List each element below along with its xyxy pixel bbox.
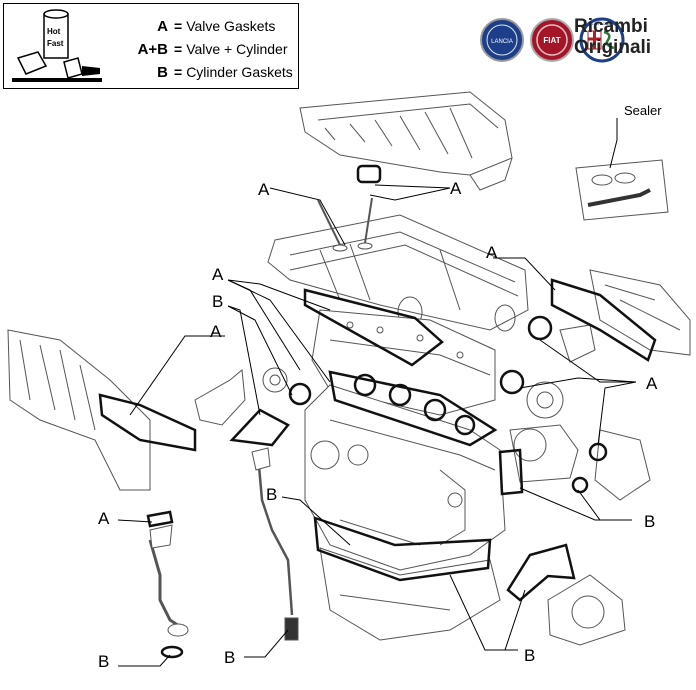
intake-gasket — [356, 164, 382, 184]
water-pump — [509, 324, 651, 501]
lancia-logo: LANCIA — [480, 18, 524, 62]
oil-pickup — [148, 524, 189, 637]
legend-desc: Valve Gaskets — [186, 18, 276, 34]
valves — [317, 197, 373, 252]
legend-key: A — [157, 18, 168, 35]
timing-bracket — [194, 367, 288, 426]
cam-cover — [267, 214, 529, 332]
callout-a-exhaust-right: A — [486, 243, 498, 262]
oil-pan — [319, 547, 501, 641]
brand-line-1: Ricambi — [574, 16, 648, 37]
exhaust-gasket-right — [550, 278, 657, 362]
cylinder-head — [311, 309, 496, 416]
callout-a-exhaust-left: A — [210, 322, 222, 341]
legend-key: B — [157, 64, 168, 81]
cam-cover-gasket — [303, 288, 444, 367]
can-label-2: Fast — [47, 39, 64, 48]
exhaust-manifold-left — [7, 329, 151, 491]
water-pump-gasket — [498, 448, 524, 496]
callout-b-water-pump: B — [644, 512, 655, 531]
can-label-1: Hot — [47, 27, 61, 36]
legend-row-b: B=Cylinder Gaskets — [104, 64, 293, 81]
pulley-seal — [288, 382, 312, 406]
sealer-label: Sealer — [624, 103, 662, 118]
legend-key: A+B — [137, 41, 168, 58]
alfa-romeo-logo: ALFA ROMEO — [579, 17, 625, 63]
svg-text:ALFA ROMEO: ALFA ROMEO — [589, 21, 615, 26]
callout-a-seals: A — [646, 374, 658, 393]
oil-pan-gasket — [313, 516, 492, 582]
exhaust-gasket-left — [98, 393, 197, 452]
head-gasket — [328, 370, 498, 447]
brand-text: Ricambi Originali — [574, 16, 651, 58]
callout-a-head: A — [212, 265, 224, 284]
svg-text:LANCIA: LANCIA — [491, 39, 513, 45]
sealant-can-icon: Hot Fast — [12, 9, 102, 82]
callout-b-dipstick: B — [224, 648, 235, 667]
svg-text:FIAT: FIAT — [543, 36, 560, 45]
callout-a-pickup: A — [98, 509, 110, 528]
engine-block — [304, 384, 506, 571]
legend-desc: Cylinder Gaskets — [186, 64, 293, 80]
intake-manifold — [299, 91, 513, 191]
legend-box: Hot Fast A=Valve Gaskets A+B=Valve + Cyl… — [3, 3, 299, 89]
pickup-oring — [160, 645, 184, 659]
seal-ring-a2 — [499, 369, 525, 395]
dipstick — [251, 447, 299, 641]
leader-lines — [117, 118, 637, 667]
brand-logos: LANCIA FIAT ALFA ROMEO — [480, 17, 625, 63]
legend-row-a: A=Valve Gaskets — [104, 18, 275, 35]
legend-row-ab: A+B=Valve + Cylinder — [104, 41, 288, 58]
fiat-logo: FIAT — [530, 18, 574, 62]
callout-b-pickup: B — [98, 652, 109, 671]
callout-b-front: B — [212, 292, 223, 311]
callout-a-valves-right: A — [450, 179, 462, 198]
seal-ring-b — [571, 476, 589, 494]
front-cover-gasket — [229, 408, 290, 447]
brand-line-2: Originali — [574, 37, 652, 58]
seal-ring-a1 — [527, 315, 553, 341]
callout-a-valves-left: A — [258, 180, 270, 199]
exhaust-manifold-right — [589, 269, 691, 356]
sealer-kit — [575, 159, 669, 221]
callout-b-rear: B — [524, 646, 535, 665]
callout-b-oil-pan: B — [266, 485, 277, 504]
rear-cover — [547, 574, 626, 646]
rear-seal-gasket — [506, 543, 576, 602]
pickup-gasket — [146, 510, 174, 528]
legend-desc: Valve + Cylinder — [186, 41, 288, 57]
